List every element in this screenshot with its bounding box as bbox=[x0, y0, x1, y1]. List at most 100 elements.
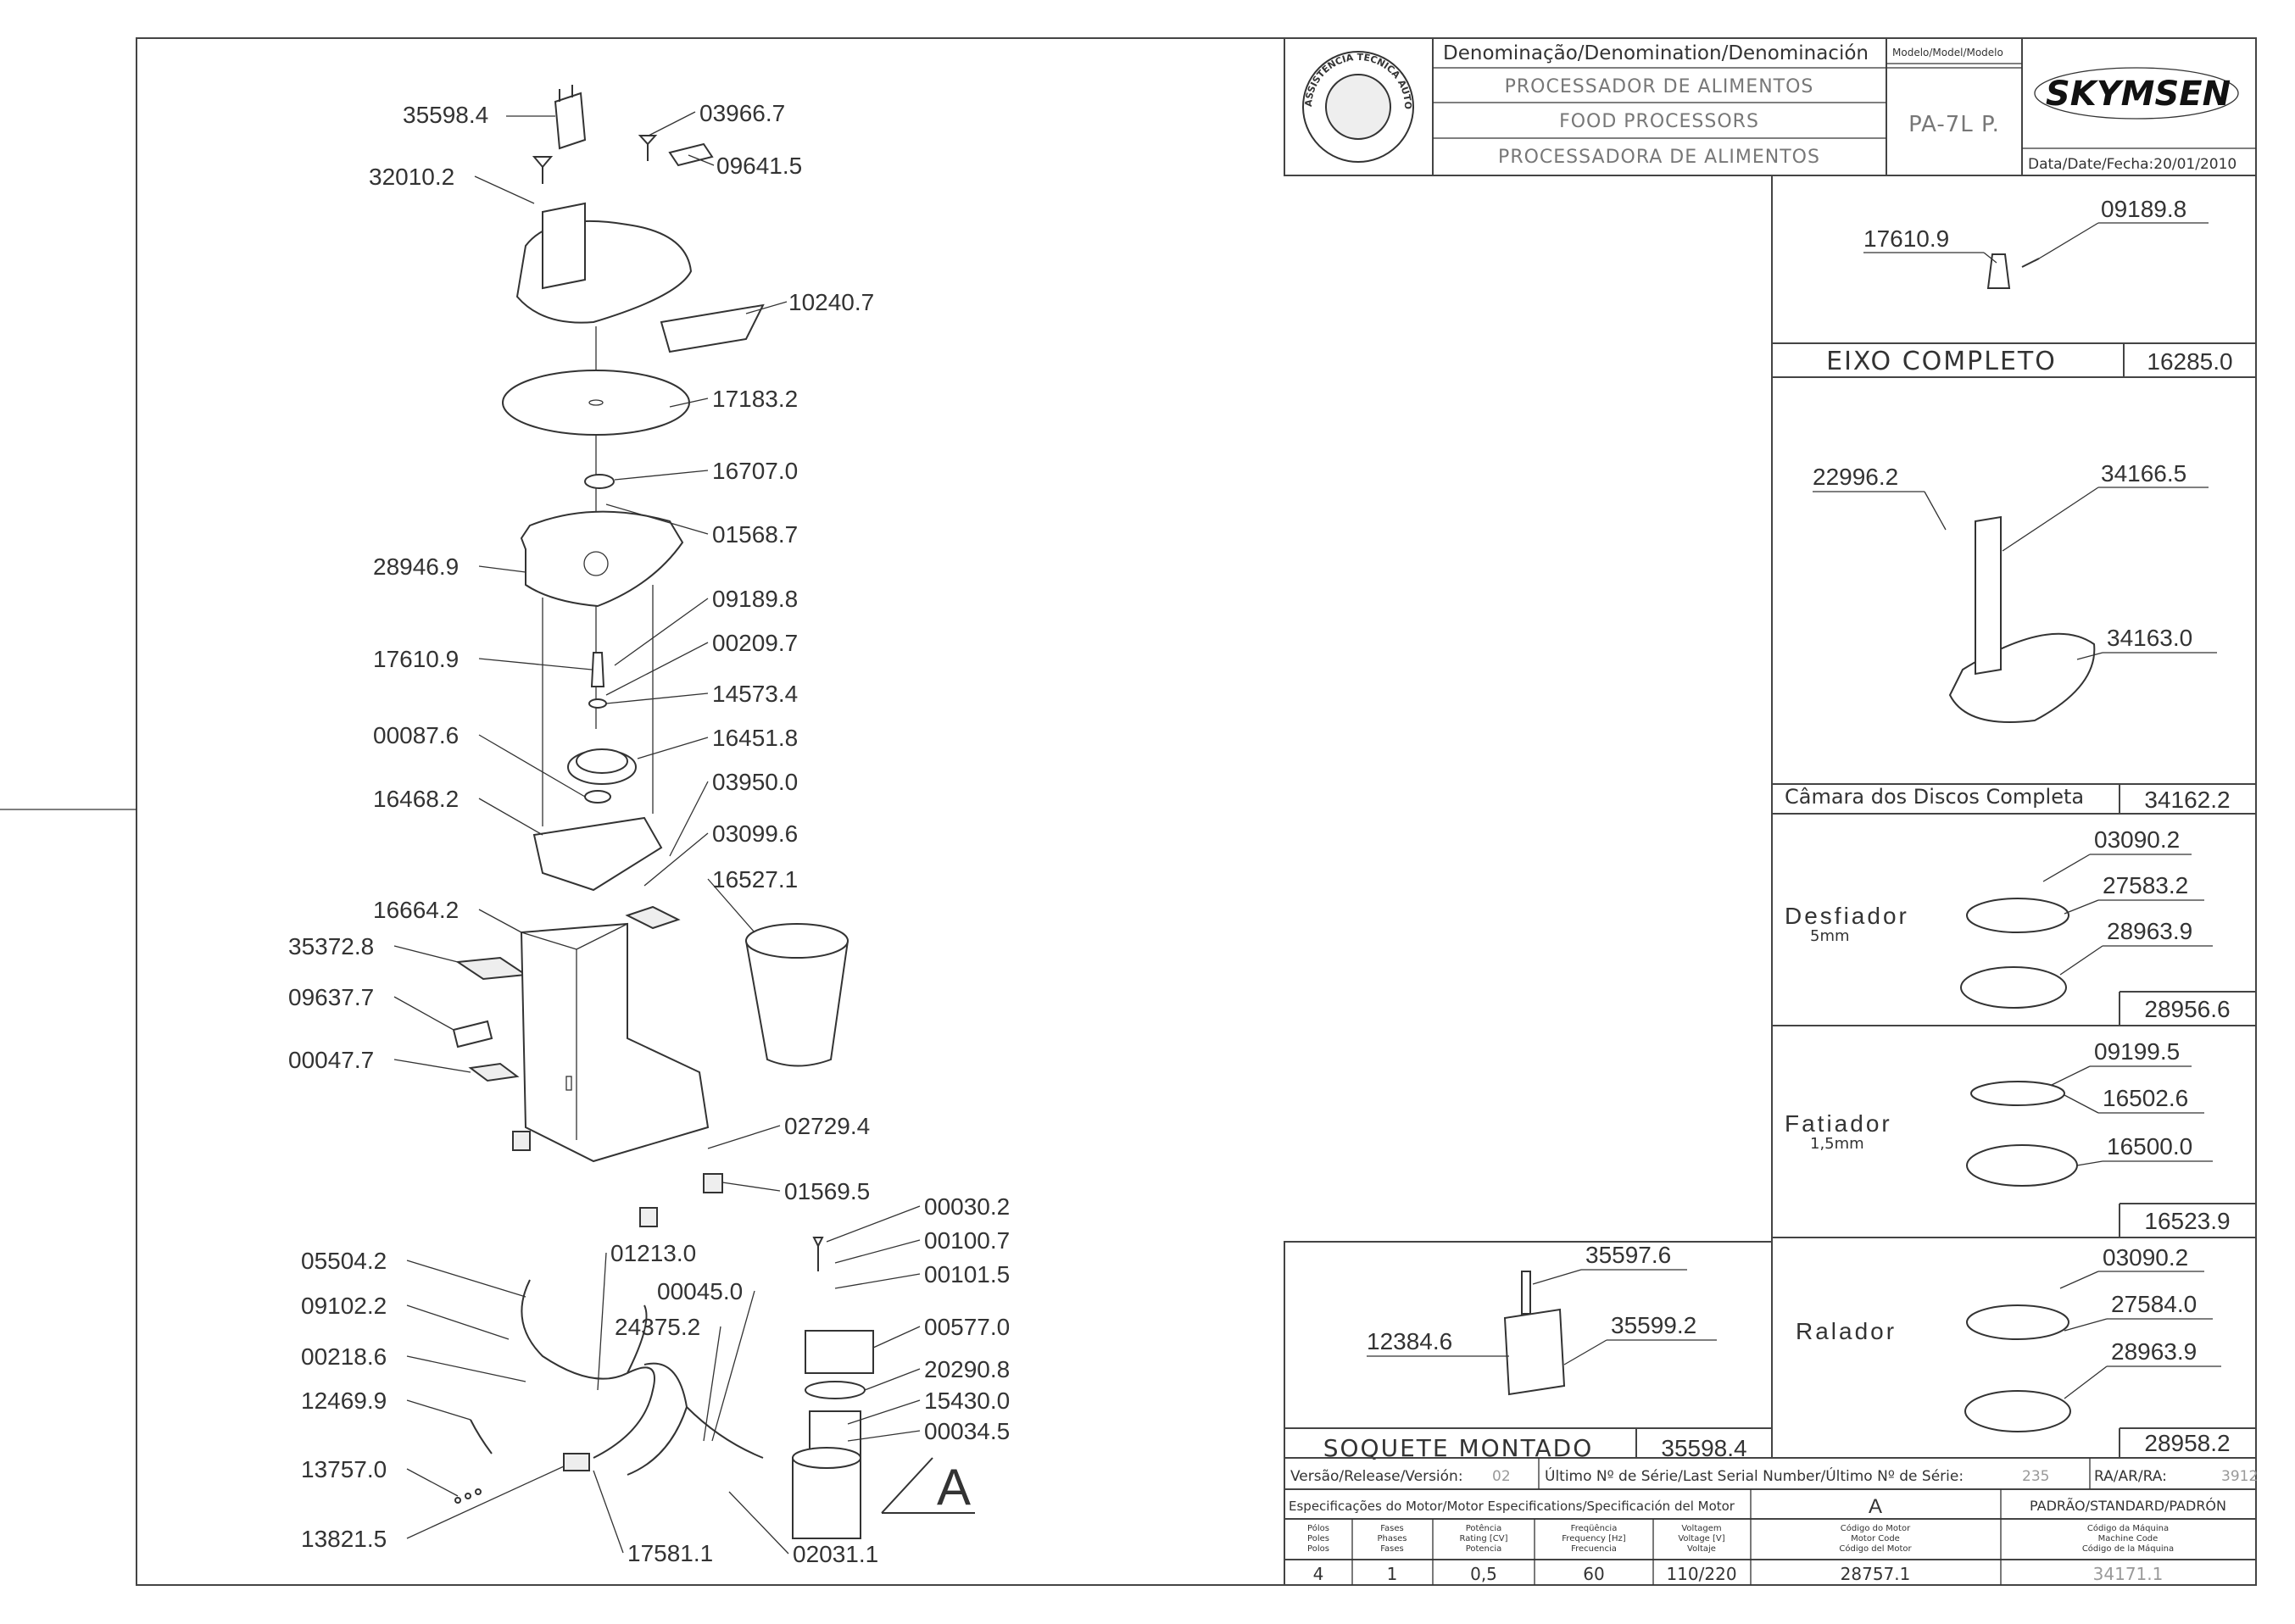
sheet-frame bbox=[136, 37, 2257, 1586]
label: 00034.5 bbox=[924, 1418, 1010, 1444]
desfiador-blade bbox=[1960, 966, 2067, 1009]
top-plate-28946 bbox=[520, 510, 684, 608]
label: 16468.2 bbox=[373, 786, 459, 812]
col-header: Poles bbox=[1307, 1534, 1329, 1543]
wire-12469 bbox=[470, 1419, 493, 1454]
right-panels: 17610.9 09189.8 EIXO COMPLETO 16285.0 22… bbox=[1771, 175, 2256, 1458]
label: 35372.8 bbox=[288, 933, 374, 959]
disc-17183 bbox=[502, 370, 690, 436]
desfiador-code: 28956.6 bbox=[2144, 996, 2230, 1022]
label: 12469.9 bbox=[301, 1388, 387, 1414]
col-header: Fases bbox=[1380, 1524, 1404, 1533]
model-value: PA-7L P. bbox=[1908, 112, 2000, 137]
name-es: PROCESSADORA DE ALIMENTOS bbox=[1498, 147, 1820, 168]
harness-00218 bbox=[521, 1279, 648, 1380]
motor-value: 1 bbox=[1387, 1564, 1398, 1584]
guard-10240 bbox=[660, 303, 765, 353]
bearing-hole bbox=[583, 551, 609, 576]
label: 22996.2 bbox=[1813, 464, 1898, 490]
label: 00087.6 bbox=[373, 722, 459, 748]
coil-00577 bbox=[805, 1330, 874, 1374]
col-header: Código da Máquina bbox=[2087, 1523, 2169, 1533]
soquete-code: 35598.4 bbox=[1661, 1435, 1746, 1461]
label: 17581.1 bbox=[627, 1540, 713, 1566]
brand-swoosh bbox=[2034, 67, 2239, 120]
label: 28963.9 bbox=[2111, 1338, 2197, 1365]
label: 16664.2 bbox=[373, 897, 459, 923]
motor-value: 60 bbox=[1583, 1564, 1604, 1584]
disc-hole bbox=[588, 399, 604, 406]
model-header: Modelo/Model/Modelo bbox=[1892, 47, 2003, 58]
eixo-title: EIXO COMPLETO bbox=[1826, 347, 2057, 376]
seal-text: ASSISTÊNCIA TÉCNICA AUTORIZADA bbox=[0, 0, 1413, 109]
washer-14573 bbox=[588, 698, 607, 709]
ralador-disc bbox=[1966, 1304, 2069, 1340]
label: 17610.9 bbox=[1863, 225, 1949, 252]
ring-20290 bbox=[805, 1381, 866, 1399]
base-plate-16468 bbox=[532, 816, 663, 892]
chamber-chute bbox=[542, 202, 586, 290]
bracket-right bbox=[625, 905, 681, 930]
eixo-code: 16285.0 bbox=[2147, 348, 2232, 375]
ra-value: 3912 bbox=[2221, 1468, 2258, 1485]
ra-label: RA/AR/RA: bbox=[2094, 1468, 2167, 1485]
label: 03966.7 bbox=[699, 100, 785, 126]
col-header: Polos bbox=[1307, 1544, 1329, 1554]
label: 02729.4 bbox=[784, 1113, 870, 1139]
camara-code: 34162.2 bbox=[2144, 787, 2230, 813]
label: 28946.9 bbox=[373, 553, 459, 580]
fatiador-name: Fatiador bbox=[1785, 1110, 1892, 1137]
label: 03090.2 bbox=[2094, 826, 2180, 853]
label: 00209.7 bbox=[712, 630, 798, 656]
brand-logo: SKYMSEN bbox=[2046, 75, 2231, 114]
label: 00045.0 bbox=[657, 1278, 743, 1304]
col-header: Código do Motor bbox=[1841, 1523, 1911, 1533]
label: 28963.9 bbox=[2107, 918, 2192, 944]
label: 03099.6 bbox=[712, 820, 798, 847]
label: 16707.0 bbox=[712, 458, 798, 484]
col-header: Machine Code bbox=[2098, 1534, 2159, 1543]
col-header: Freqüência bbox=[1571, 1523, 1618, 1533]
screw-03966 bbox=[638, 135, 658, 161]
label: 03950.0 bbox=[712, 769, 798, 795]
fatiador-size: 1,5mm bbox=[1810, 1135, 1864, 1153]
pulley-top bbox=[576, 748, 628, 774]
label: 00047.7 bbox=[288, 1047, 374, 1073]
label: 16500.0 bbox=[2107, 1133, 2192, 1160]
desfiador-name: Desfiador bbox=[1785, 903, 1909, 929]
motor-value: 110/220 bbox=[1666, 1564, 1736, 1584]
label: 01569.5 bbox=[784, 1178, 870, 1204]
serial-label: Último Nº de Série/Last Serial Number/Úl… bbox=[1545, 1466, 1964, 1485]
label-09641 bbox=[668, 142, 714, 167]
label: 05504.2 bbox=[301, 1248, 387, 1274]
foot-1 bbox=[512, 1131, 531, 1151]
label: 15430.0 bbox=[924, 1388, 1010, 1414]
col-header: Potência bbox=[1466, 1523, 1502, 1533]
bracket-00047 bbox=[468, 1062, 520, 1082]
col-header: Código del Motor bbox=[1839, 1543, 1912, 1554]
denomination-header: Denominação/Denomination/Denominación bbox=[1443, 42, 1869, 64]
motor-value: 28757.1 bbox=[1841, 1564, 1911, 1584]
eixo-shaft bbox=[1986, 253, 2011, 289]
col-header: Phases bbox=[1377, 1534, 1407, 1543]
label: 00218.6 bbox=[301, 1343, 387, 1370]
label: 12384.6 bbox=[1367, 1328, 1452, 1354]
bearing-00087 bbox=[584, 790, 611, 804]
label: 27583.2 bbox=[2103, 872, 2188, 898]
motor-ref-letter: A bbox=[937, 1459, 971, 1516]
title-block: ASSISTÊNCIA TÉCNICA AUTORIZADA Denominaç… bbox=[0, 0, 2257, 176]
label: 27584.0 bbox=[2111, 1291, 2197, 1317]
label: 24375.2 bbox=[615, 1314, 700, 1340]
label: 13821.5 bbox=[301, 1526, 387, 1552]
label: 09199.5 bbox=[2094, 1038, 2180, 1065]
ralador-blade bbox=[1964, 1390, 2071, 1432]
motor-values: 4 1 0,5 60 110/220 28757.1 34171.1 bbox=[1313, 1564, 2164, 1584]
motor-spec-label: Especificações do Motor/Motor Especifica… bbox=[1289, 1499, 1735, 1514]
label: 00577.0 bbox=[924, 1314, 1010, 1340]
col-header: Voltaje bbox=[1687, 1544, 1716, 1554]
fatiador-disc bbox=[1966, 1144, 2078, 1187]
label: 17610.9 bbox=[373, 646, 459, 672]
motor-value: 34171.1 bbox=[2093, 1564, 2164, 1584]
camara-title: Câmara dos Discos Completa bbox=[1785, 785, 2084, 809]
screw-00030 bbox=[812, 1237, 824, 1271]
